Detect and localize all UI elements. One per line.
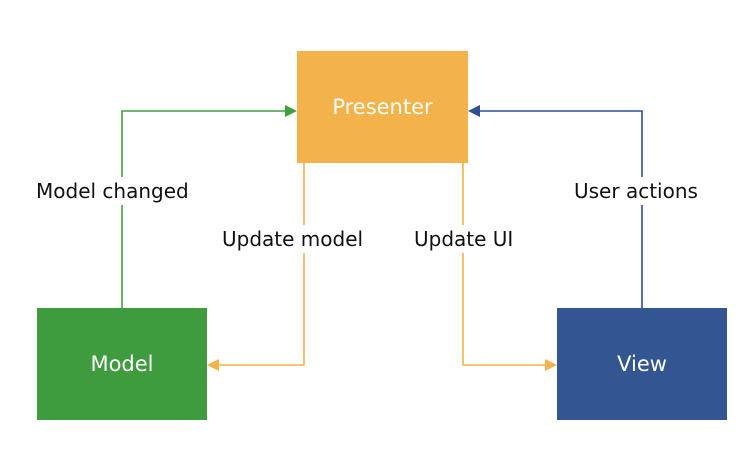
presenter-label: Presenter: [332, 95, 433, 119]
view-label: View: [617, 352, 667, 376]
view-node: View: [557, 308, 727, 420]
update-model-arrow: [217, 163, 305, 366]
update-model-label: Update model: [220, 225, 366, 253]
model-node: Model: [37, 308, 207, 420]
model-changed-arrowhead: [285, 105, 297, 117]
user-actions-arrowhead: [468, 105, 480, 117]
user-actions-label: User actions: [572, 177, 700, 205]
update-ui-arrow: [462, 163, 547, 366]
presenter-node: Presenter: [297, 51, 468, 163]
model-changed-label: Model changed: [34, 177, 191, 205]
user-actions-arrow: [478, 110, 643, 308]
model-label: Model: [90, 352, 154, 376]
update-ui-label: Update UI: [412, 225, 516, 253]
update-ui-arrowhead: [545, 359, 557, 371]
model-changed-arrow: [121, 110, 288, 308]
update-model-arrowhead: [207, 359, 219, 371]
